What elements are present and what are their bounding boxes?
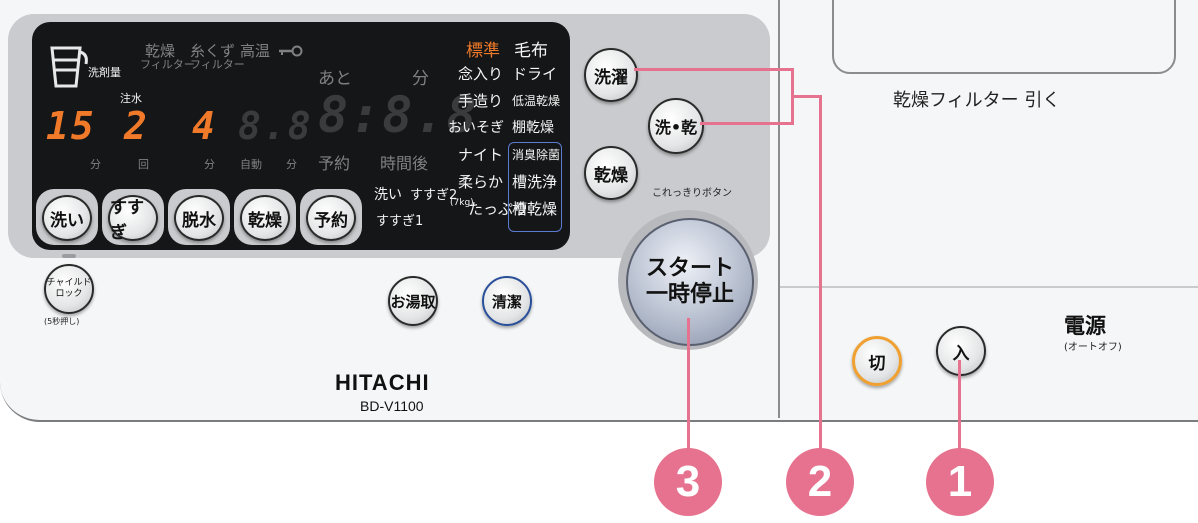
unit-times: 回 [138,158,149,171]
pause-label: 一時停止 [645,282,734,307]
reserve-label: 予約 [318,154,351,173]
spin-button-housing: 脱水 [168,189,230,245]
dry-time-digits: 8.8 [238,104,313,148]
high-temp-label: 高温 [240,42,271,60]
detergent-cup-icon [50,46,88,88]
clean-button[interactable]: 清潔 [482,276,532,326]
callout-1-line [958,360,961,456]
model-number: BD-V1100 [360,398,424,414]
kore-kkiri-label: これっきりボタン [652,188,732,199]
dry-button[interactable]: 乾燥 [240,195,290,241]
hours-later-label: 時間後 [380,154,429,173]
wash-button-housing: 洗い [36,189,98,245]
start-label: スタート [645,256,734,281]
wash-button[interactable]: 洗い [42,195,92,241]
callout-2-line-b [700,122,792,125]
course-soft: 柔らか [458,173,504,191]
panel-divider-horizontal [780,286,1198,288]
child-lock-label-2: ロック [55,289,83,299]
wash-course-button[interactable]: 洗濯 [584,48,638,102]
tub-course-frame [508,142,562,232]
detergent-label: 洗剤量 [88,66,121,79]
child-lock-button[interactable]: チャイルド ロック [44,264,94,314]
course-dry-clean: ドライ [512,65,558,83]
callout-3-line [687,318,690,458]
child-lock-note: (5秒押し) [44,317,80,326]
callout-2: 2 [786,448,854,516]
child-lock-indicator [62,254,76,258]
unit-minutes-2: 分 [204,158,215,171]
power-off-button[interactable]: 切 [852,336,902,386]
brand-logo: HITACHI [335,370,430,395]
wash-stage-label: 洗い [374,187,402,203]
course-thorough: 念入り [458,65,504,83]
course-night: ナイト [458,146,504,164]
spin-button[interactable]: 脱水 [174,195,224,241]
course-blanket: 毛布 [514,41,548,61]
dry-course-button[interactable]: 乾燥 [584,146,638,200]
callout-2-line-d [791,95,821,98]
dry-filter-window [832,0,1176,74]
dry-filter-label: 乾燥フィルター 引く [893,90,1061,111]
rinse1-stage-label: すすぎ1 [376,214,424,229]
callout-3: 3 [654,448,722,516]
power-on-button[interactable]: 入 [936,326,986,376]
panel-divider [778,0,780,418]
course-tub-clean: 槽洗浄 [512,173,558,191]
course-standard: 標準 [466,41,500,61]
rinse-button-housing: すすぎ [102,189,164,245]
course-deodorize: 消臭除菌 [512,148,561,162]
course-shelf-dry: 棚乾燥 [512,120,554,136]
unit-minutes-1: 分 [90,158,101,171]
reserve-button[interactable]: 予約 [306,195,356,241]
child-lock-label-1: チャイルド [46,278,92,288]
callout-2-line-a [634,68,792,71]
timer-digits: 8:8.8 [318,86,479,144]
rinse2-stage-label: すすぎ2 [410,188,458,203]
unit-minutes-3: 分 [286,158,297,171]
spin-minutes-digit: 4 [192,104,217,148]
lint-filter-indicator-label: 糸くず [190,42,236,60]
wash-minutes-digits: 15 [46,104,96,148]
dry-filter-indicator-label: 乾燥 [145,42,176,60]
power-sublabel: (オートオフ) [1064,342,1122,353]
callout-1: 1 [926,448,994,516]
course-handmade: 手造り [458,92,504,110]
rinse-button[interactable]: すすぎ [108,195,158,243]
start-pause-button[interactable]: スタート 一時停止 [626,218,754,346]
key-icon [279,45,303,57]
dry-button-housing: 乾燥 [234,189,296,245]
remaining-label: あと [318,69,352,89]
course-tub-dry: 槽乾燥 [512,200,558,218]
course-plenty: たっぷり [468,200,529,218]
unit-auto: 自動 [240,158,262,171]
filter-label-2: フィルター [190,58,245,71]
course-quick: おいそぎ [448,120,504,136]
course-low-temp-dry: 低温乾燥 [512,94,561,108]
lcd-display-course-area [354,150,570,250]
reserve-button-housing: 予約 [300,189,362,245]
water-label: 注水 [120,92,142,105]
rinse-times-digit: 2 [124,104,149,148]
capacity-note: (7kg) [450,198,474,208]
bath-water-button[interactable]: お湯取 [388,276,438,326]
filter-label-1: フィルター [140,58,195,71]
callout-2-line-e [819,95,822,455]
remaining-minutes-unit: 分 [412,69,429,89]
power-label: 電源 [1064,314,1106,338]
wash-dry-course-button[interactable]: 洗•乾 [648,98,704,154]
